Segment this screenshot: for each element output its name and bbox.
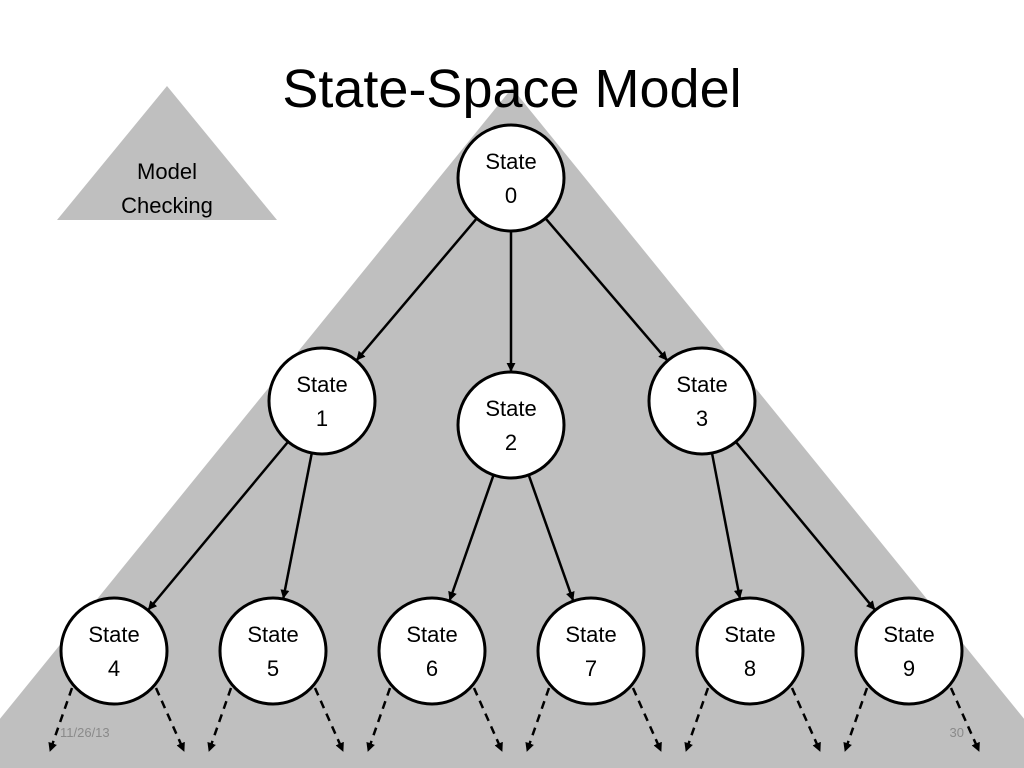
state-node-circle xyxy=(267,346,377,456)
state-node-label: State xyxy=(565,622,616,647)
state-node-circle xyxy=(854,596,964,706)
edge-2-6 xyxy=(448,474,495,601)
state-node-number: 5 xyxy=(267,656,279,681)
state-node-5: State 5 xyxy=(218,596,328,706)
state-node-circle xyxy=(456,123,566,233)
dashed-branch-8-left xyxy=(684,687,710,752)
state-node-number: 1 xyxy=(316,406,328,431)
edge-0-1 xyxy=(355,217,478,361)
state-node-number: 2 xyxy=(505,430,517,455)
dashed-branch-6-left xyxy=(366,687,392,752)
state-node-4: State 4 xyxy=(59,596,169,706)
dashed-branch-9-left xyxy=(843,687,869,752)
dashed-branch-6-right xyxy=(472,687,504,752)
edge-1-5 xyxy=(280,452,314,599)
state-node-label: State xyxy=(406,622,457,647)
state-node-9: State 9 xyxy=(854,596,964,706)
dashed-branch-7-left xyxy=(525,687,551,752)
unexplored-branches xyxy=(48,687,981,752)
state-node-2: State 2 xyxy=(456,370,566,480)
state-node-circle xyxy=(456,370,566,480)
state-node-0: State 0 xyxy=(456,123,566,233)
state-node-number: 8 xyxy=(744,656,756,681)
legend: Model Checking xyxy=(57,86,277,220)
dashed-branch-7-right xyxy=(631,687,663,752)
state-node-label: State xyxy=(247,622,298,647)
state-node-7: State 7 xyxy=(536,596,646,706)
edge-3-9 xyxy=(734,441,876,611)
state-node-1: State 1 xyxy=(267,346,377,456)
state-node-label: State xyxy=(485,396,536,421)
dashed-branch-9-right xyxy=(949,687,981,752)
state-node-circle xyxy=(377,596,487,706)
edge-1-4 xyxy=(147,440,290,611)
state-node-circle xyxy=(218,596,328,706)
state-node-number: 6 xyxy=(426,656,438,681)
state-node-label: State xyxy=(883,622,934,647)
state-node-number: 7 xyxy=(585,656,597,681)
dashed-branch-5-left xyxy=(207,687,233,752)
legend-label-line1: Model xyxy=(137,159,197,184)
state-node-number: 0 xyxy=(505,183,517,208)
dashed-branch-5-right xyxy=(313,687,345,752)
legend-triangle xyxy=(57,86,277,220)
state-node-circle xyxy=(536,596,646,706)
state-node-number: 4 xyxy=(108,656,120,681)
slide-page-number: 30 xyxy=(949,725,964,740)
state-node-number: 3 xyxy=(696,406,708,431)
state-node-number: 9 xyxy=(903,656,915,681)
dashed-branch-8-right xyxy=(790,687,822,752)
legend-label-line2: Checking xyxy=(121,193,213,218)
state-node-circle xyxy=(647,346,757,456)
edges xyxy=(147,217,876,611)
state-node-6: State 6 xyxy=(377,596,487,706)
slide-date: 11/26/13 xyxy=(60,725,110,740)
state-node-circle xyxy=(59,596,169,706)
page-title: State-Space Model xyxy=(282,59,742,119)
state-node-circle xyxy=(695,596,805,706)
state-node-3: State 3 xyxy=(647,346,757,456)
state-node-8: State 8 xyxy=(695,596,805,706)
edge-2-7 xyxy=(527,474,575,601)
state-node-label: State xyxy=(88,622,139,647)
state-node-label: State xyxy=(676,372,727,397)
dashed-branch-4-right xyxy=(154,687,186,752)
edge-3-8 xyxy=(710,452,743,599)
state-node-label: State xyxy=(724,622,775,647)
state-node-label: State xyxy=(485,149,536,174)
dashed-branch-4-left xyxy=(48,687,74,752)
edge-0-3 xyxy=(544,217,668,361)
state-node-label: State xyxy=(296,372,347,397)
